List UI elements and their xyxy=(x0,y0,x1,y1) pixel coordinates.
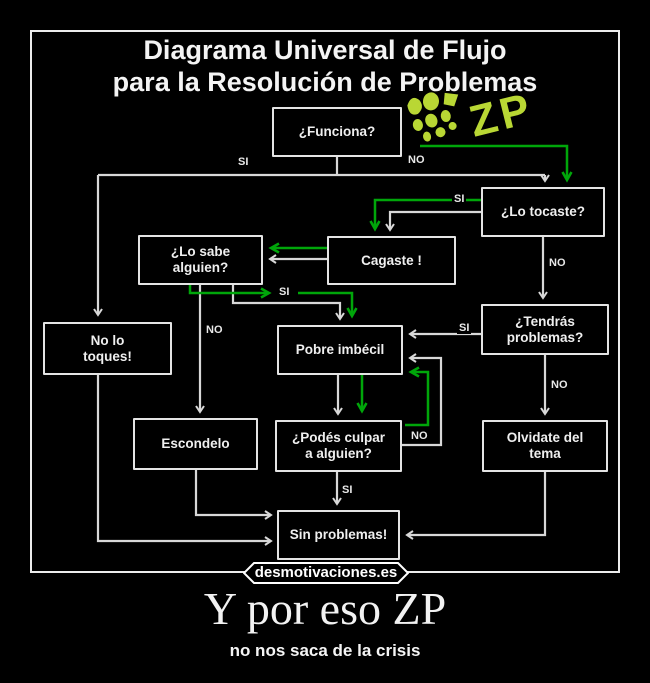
node-olvidate: Olvidate del tema xyxy=(482,420,608,472)
edge-label-culpar-si: SI xyxy=(340,484,355,496)
node-funciona: ¿Funciona? xyxy=(272,107,402,157)
node-sin-problemas-label: Sin problemas! xyxy=(289,527,388,542)
node-cagaste-label: Cagaste ! xyxy=(361,252,422,268)
poster-caption: Y por eso ZP xyxy=(203,583,447,634)
node-lo-sabe-alguien: ¿Lo sabe alguien? xyxy=(138,235,263,285)
edge-label-culpar-no: NO xyxy=(409,430,430,442)
edge-label-tocaste-si: SI xyxy=(452,193,467,205)
diagram-title-line1: Diagrama Universal de Flujo xyxy=(143,35,507,65)
node-podes-culpar: ¿Podés culpar a alguien? xyxy=(275,420,402,472)
edge-label-tendras-si: SI xyxy=(457,322,472,334)
node-no-lo-toques: No lo toques! xyxy=(43,322,172,375)
watermark-badge xyxy=(243,562,409,584)
diagram-title-line2: para la Resolución de Problemas xyxy=(112,67,538,97)
node-lo-sabe-alguien-label: ¿Lo sabe alguien? xyxy=(170,244,231,275)
node-lo-tocaste: ¿Lo tocaste? xyxy=(481,187,605,237)
node-tendras-problemas: ¿Tendrás problemas? xyxy=(481,304,609,355)
edge-label-tocaste-no: NO xyxy=(547,257,568,269)
edge-label-sabe-si: SI xyxy=(277,286,292,298)
node-tendras-problemas-label: ¿Tendrás problemas? xyxy=(506,313,584,345)
node-pobre-imbecil: Pobre imbécil xyxy=(277,325,403,375)
node-escondelo: Escondelo xyxy=(133,418,258,470)
edge-label-funciona-no: NO xyxy=(406,154,427,166)
edge-label-sabe-no: NO xyxy=(204,324,225,336)
node-funciona-label: ¿Funciona? xyxy=(298,124,376,139)
node-cagaste: Cagaste ! xyxy=(327,236,456,285)
node-sin-problemas: Sin problemas! xyxy=(277,510,400,560)
node-escondelo-label: Escondelo xyxy=(161,436,230,451)
edge-label-funciona-si: SI xyxy=(236,156,251,168)
diagram-title: Diagrama Universal de Flujo para la Reso… xyxy=(30,34,620,98)
watermark-text: desmotivaciones.es xyxy=(254,564,398,581)
node-lo-tocaste-label: ¿Lo tocaste? xyxy=(500,204,585,219)
node-olvidate-label: Olvidate del tema xyxy=(506,430,584,461)
poster-subcaption: no nos saca de la crisis xyxy=(229,641,421,660)
node-no-lo-toques-label: No lo toques! xyxy=(83,332,132,364)
node-podes-culpar-label: ¿Podés culpar a alguien? xyxy=(291,430,386,461)
edge-label-tendras-no: NO xyxy=(549,379,570,391)
node-pobre-imbecil-label: Pobre imbécil xyxy=(295,342,385,357)
